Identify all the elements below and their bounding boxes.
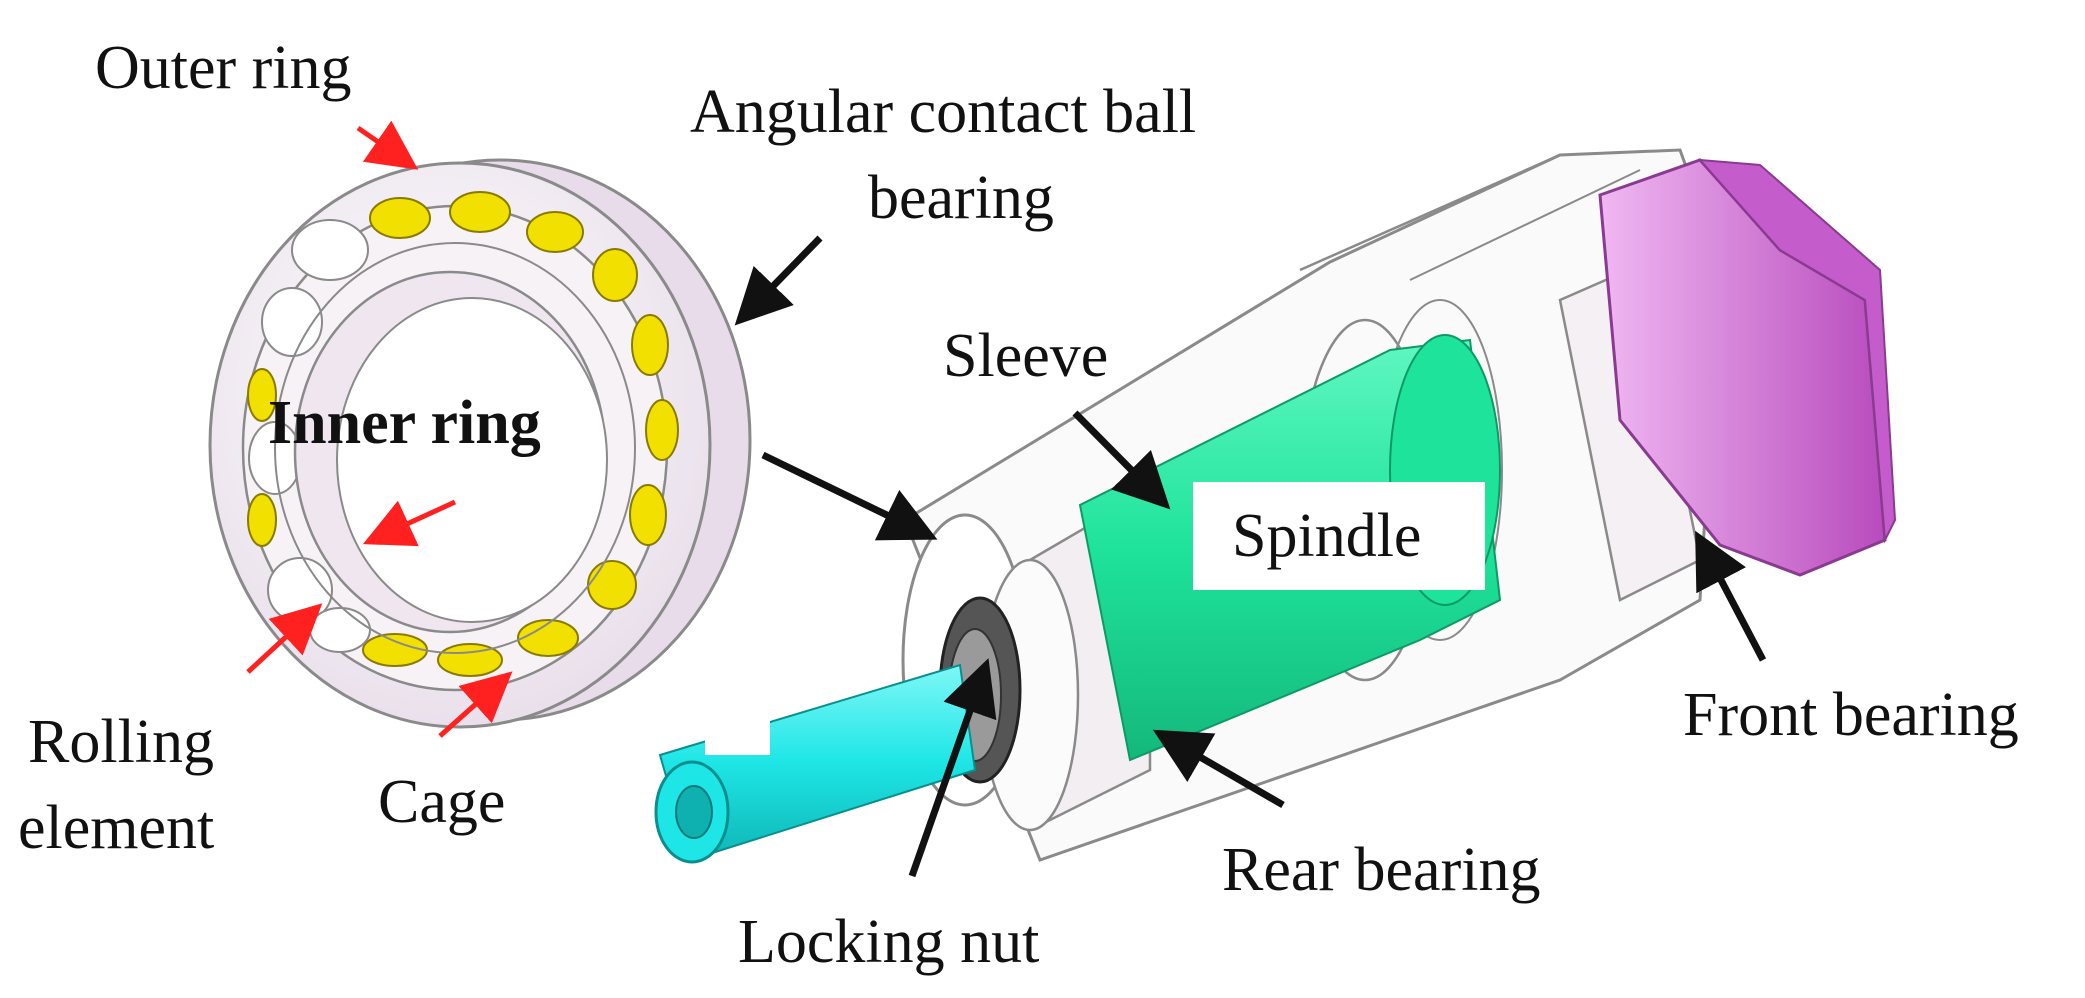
label-front-bearing: Front bearing [1683, 681, 2019, 749]
label-rolling-line2: element [18, 794, 214, 862]
label-angular-contact-line2: bearing [868, 164, 1054, 232]
label-locking-nut: Locking nut [738, 908, 1039, 976]
label-rear-bearing: Rear bearing [1222, 836, 1540, 904]
spindle-label-box [1193, 482, 1485, 590]
label-rolling-line1: Rolling [28, 708, 214, 776]
label-sleeve: Sleeve [943, 322, 1108, 390]
label-spindle: Spindle [1232, 502, 1421, 570]
bearing-illustration [208, 158, 752, 729]
label-inner-ring: Inner ring [268, 389, 541, 457]
label-cage: Cage [378, 768, 505, 836]
black-callouts [734, 235, 1767, 878]
spindle-assembly [654, 148, 1897, 864]
label-outer-ring: Outer ring [95, 34, 352, 102]
label-angular-contact-line1: Angular contact ball [690, 78, 1196, 146]
red-callouts [246, 120, 513, 738]
